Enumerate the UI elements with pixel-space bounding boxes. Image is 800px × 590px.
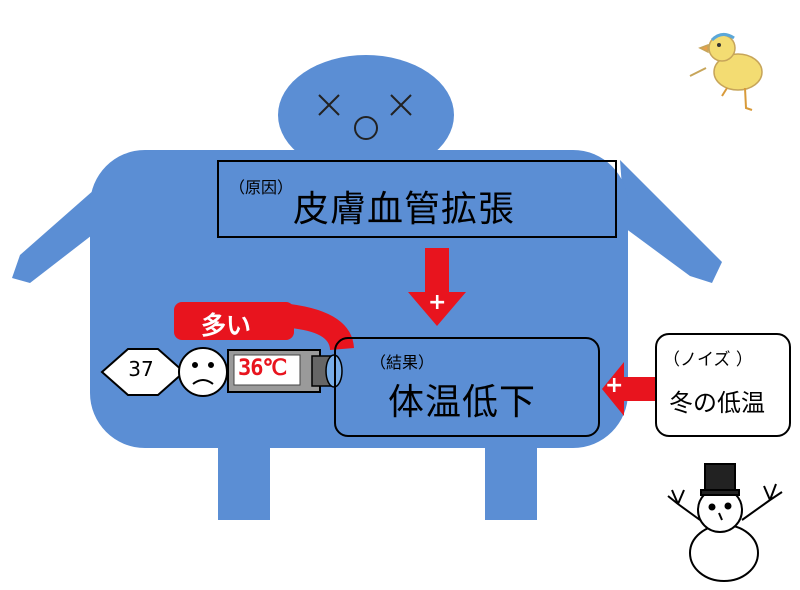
arrow-noise-to-result (602, 362, 658, 416)
noise-small-label: （ノイズ ） (663, 350, 753, 370)
arrow-cause-to-result (408, 248, 466, 326)
cause-label: 皮膚血管拡張 (293, 189, 516, 230)
much-bubble (174, 302, 354, 350)
cause-box: （原因） 皮膚血管拡張 (217, 160, 617, 238)
noise-box: （ノイズ ） 冬の低温 (655, 333, 791, 437)
noise-label: 冬の低温 (669, 389, 765, 417)
plus-sign-down: + (428, 290, 447, 315)
dead-face-icon (318, 94, 412, 140)
result-box: （結果） 体温低下 (334, 337, 600, 437)
plus-sign-left: + (605, 373, 624, 398)
thermometer-reading: 37 (128, 357, 154, 381)
result-label: 体温低下 (388, 382, 537, 423)
body-figure (12, 55, 722, 520)
result-small-label: （結果） (370, 353, 435, 372)
cause-small-label: （原因） (229, 178, 294, 197)
sad-face-icon (178, 347, 228, 397)
device-display: 36℃ (238, 356, 287, 381)
snowman-icon (667, 463, 783, 582)
duck-doodle-icon (689, 33, 763, 111)
thermometer-device-icon (227, 349, 343, 393)
much-label: 多い (201, 311, 252, 340)
